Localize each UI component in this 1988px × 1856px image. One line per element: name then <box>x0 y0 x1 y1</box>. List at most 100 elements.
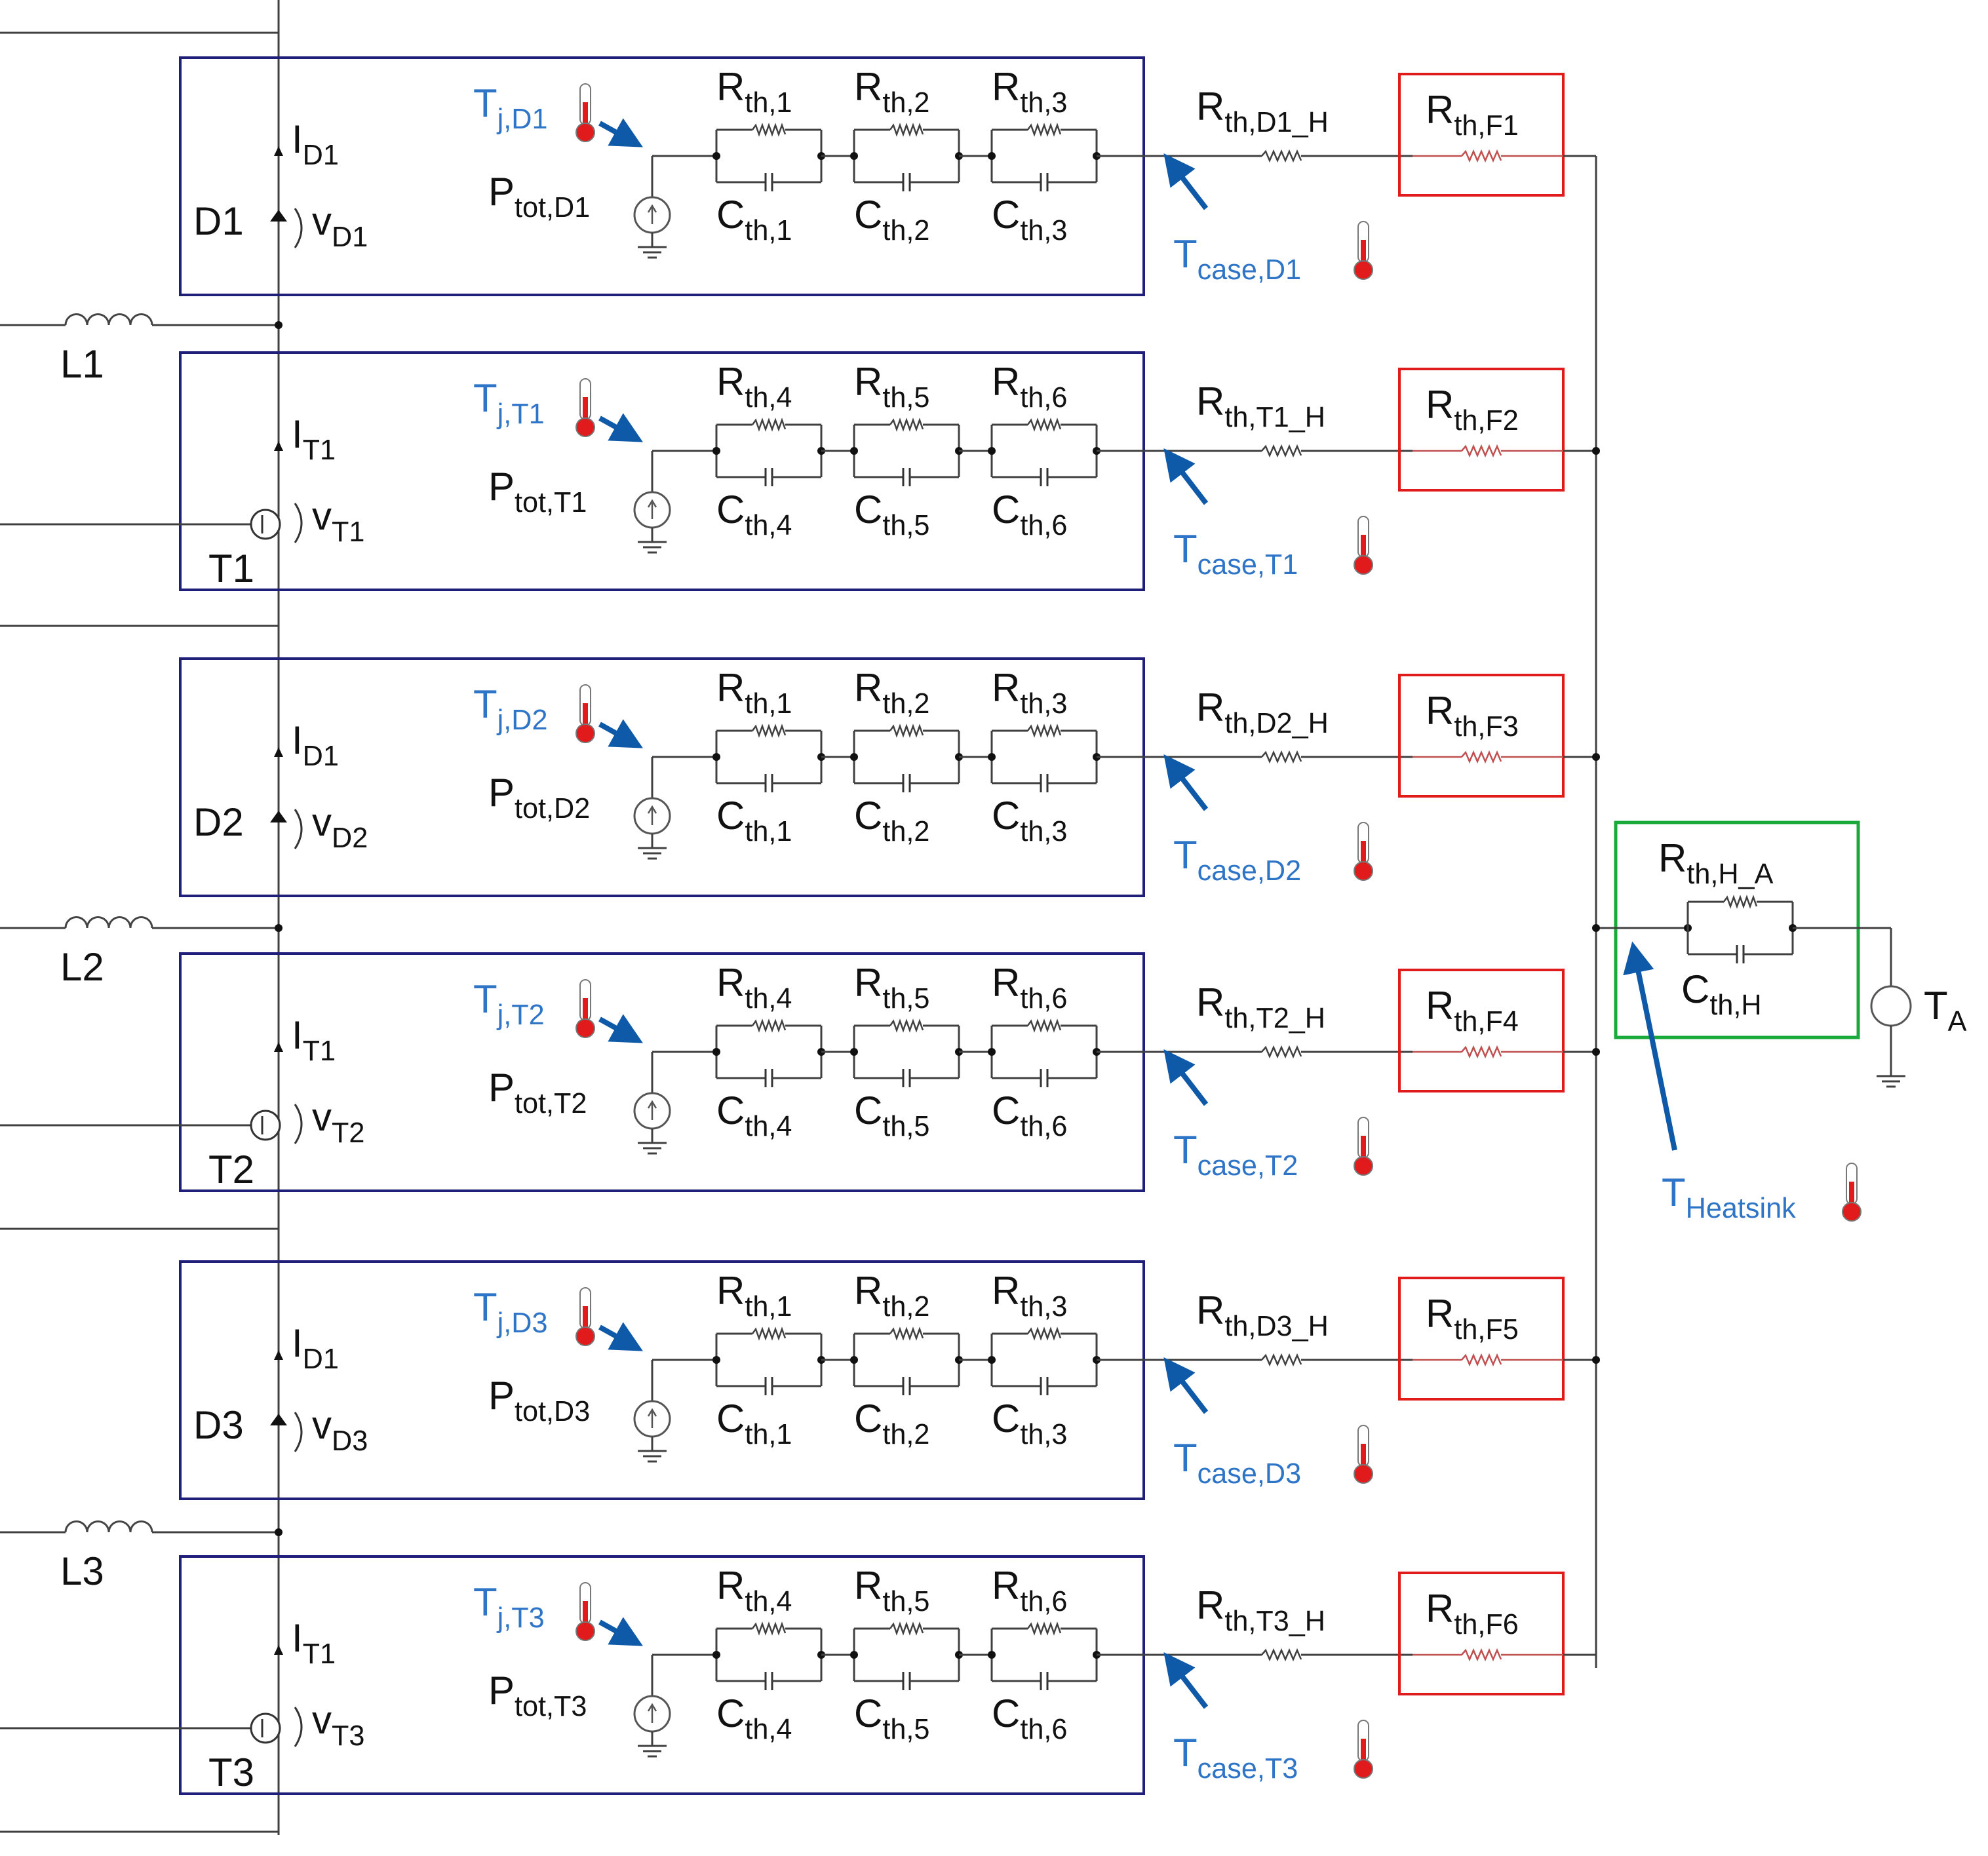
junction-dot <box>988 447 996 455</box>
thermal-capacitance-label-base: C <box>992 794 1020 838</box>
module-box <box>179 56 1145 296</box>
case-heatsink-resistance-label: Rth,T3_H <box>1196 1583 1325 1637</box>
case-temperature-label-subscript: case,T3 <box>1198 1753 1298 1785</box>
thermal-capacitance-label-subscript: th,3 <box>1020 816 1067 847</box>
filter-resistance-label: Rth,F3 <box>1426 689 1519 743</box>
inductor-coil <box>64 916 153 929</box>
case-temperature-label-subscript: case,D2 <box>1198 855 1301 887</box>
device-label: D3 <box>193 1403 244 1447</box>
resistor-icon <box>1026 724 1062 738</box>
ambient: TA <box>1870 928 1967 1088</box>
inductor-icon <box>64 916 153 929</box>
thermal-capacitance-label: Cth,3 <box>992 794 1067 847</box>
case-temperature-label: Tcase,T2 <box>1173 1128 1298 1182</box>
thermal-resistance-label-subscript: th,6 <box>1020 382 1067 414</box>
resistor-icon <box>751 1621 787 1636</box>
ground-icon <box>638 1129 667 1155</box>
thermal-resistance-label-base: R <box>854 360 882 404</box>
junction-dot <box>712 1356 720 1364</box>
junction-dot <box>988 1048 996 1056</box>
junction-dot <box>1592 1048 1600 1056</box>
thermal-capacitance-label: Cth,6 <box>992 488 1067 541</box>
junction-temperature-label: Tj,T3 <box>473 1580 545 1634</box>
thermal-resistance-label-base: R <box>992 1269 1020 1313</box>
voltage-arc-icon <box>294 1412 303 1452</box>
filter-resistor: Rth,F2 <box>1398 368 1600 492</box>
thermometer-mercury <box>583 102 588 128</box>
resistor-icon <box>751 1326 787 1341</box>
thermometer-bulb <box>1354 861 1373 881</box>
resistor-icon <box>1026 417 1062 432</box>
power-label-base: P <box>488 465 515 509</box>
heatsink-box <box>1614 821 1860 1039</box>
ambient-temperature-label-subscript: A <box>1948 1006 1967 1037</box>
thermal-resistance-label: Rth,4 <box>716 360 792 414</box>
thermal-resistance-label-base: R <box>854 1269 882 1313</box>
junction-dot <box>988 753 996 761</box>
thermal-capacitance-label-subscript: th,1 <box>745 816 792 847</box>
current-arrow-icon <box>274 1645 283 1655</box>
thermal-capacitance-label-subscript: th,6 <box>1020 510 1067 541</box>
voltage-label-base: v <box>312 1698 332 1742</box>
case-temperature-label-base: T <box>1173 833 1198 877</box>
junction-dot <box>275 1528 283 1536</box>
capacitor-icon <box>902 1377 911 1395</box>
case-temperature-label-base: T <box>1173 232 1198 276</box>
thermal-capacitance-label: Cth,5 <box>854 1089 929 1142</box>
inductor-coil <box>64 313 153 326</box>
thermal-capacitance-label-base: C <box>854 1692 882 1735</box>
thermal-resistance-label-base: R <box>716 360 745 404</box>
ground-icon <box>638 834 667 860</box>
case-temperature-label-base: T <box>1173 1436 1198 1480</box>
filter-box <box>1398 969 1565 1092</box>
heatsink-temperature-label: THeatsink <box>1662 1170 1796 1224</box>
thermal-capacitance-label-subscript: th,1 <box>745 215 792 246</box>
ground-icon <box>638 528 667 554</box>
thermal-capacitance-label-base: C <box>716 1089 745 1132</box>
resistor-icon <box>1261 1045 1302 1059</box>
thermal-capacitance-label-base: C <box>854 794 882 838</box>
power-label: Ptot,T3 <box>488 1669 587 1722</box>
case-to-heatsink: Rth,D1_H <box>1097 85 1413 163</box>
voltage-label: vT3 <box>312 1698 364 1752</box>
inductor-icon <box>64 1520 153 1533</box>
capacitor-icon <box>764 774 773 792</box>
junction-dot <box>850 1048 858 1056</box>
thermometer-bulb <box>1354 1759 1373 1779</box>
filter-box <box>1398 368 1565 492</box>
filter-resistance-label-base: R <box>1426 984 1454 1028</box>
module-box <box>179 1555 1145 1795</box>
thermal-capacitance-label: Cth,5 <box>854 488 929 541</box>
current-source-icon <box>633 196 671 234</box>
inductor-l3: L3 <box>0 1520 283 1593</box>
thermal-resistance-label-base: R <box>716 961 745 1005</box>
thermal-capacitance-label-subscript: th,6 <box>1020 1714 1067 1745</box>
voltage-label-subscript: D3 <box>332 1425 368 1457</box>
current-source-icon <box>633 1092 671 1130</box>
resistor-icon <box>751 417 787 432</box>
arrow-icon <box>1163 153 1209 210</box>
thermal-capacitance-label: Cth,1 <box>716 193 792 246</box>
current-source-icon <box>633 1400 671 1438</box>
thermal-capacitance-label-subscript: th,4 <box>745 510 792 541</box>
filter-resistor: Rth,F4 <box>1398 969 1600 1092</box>
capacitor-icon <box>1040 1672 1049 1690</box>
capacitor-icon <box>902 1672 911 1690</box>
arrow-icon <box>598 413 643 442</box>
case-temperature-label: Tcase,D1 <box>1173 232 1301 286</box>
filter-resistance-label-subscript: th,F4 <box>1454 1006 1518 1037</box>
module-box <box>179 952 1145 1192</box>
current-label-base: I <box>292 718 303 762</box>
case-temperature-label-base: T <box>1173 1731 1198 1775</box>
case-heatsink-resistance-label-base: R <box>1196 980 1224 1024</box>
diode-icon <box>270 1414 287 1425</box>
